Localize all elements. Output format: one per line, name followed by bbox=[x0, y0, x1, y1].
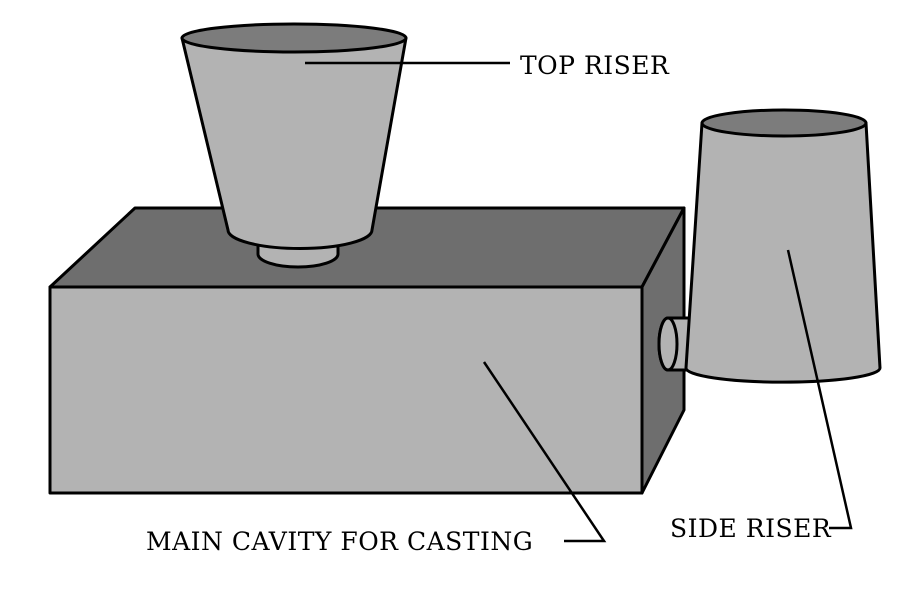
side-riser-body bbox=[684, 121, 882, 384]
top-riser bbox=[180, 22, 408, 269]
side-riser-leader bbox=[786, 249, 853, 530]
side-riser-connector-end bbox=[657, 316, 679, 372]
top-riser-label: TOP RISER bbox=[520, 51, 670, 80]
main-cavity-label: MAIN CAVITY FOR CASTING bbox=[146, 527, 533, 556]
top-riser-neck bbox=[256, 242, 340, 269]
cavity-front-face bbox=[48, 285, 644, 495]
side-riser bbox=[657, 108, 882, 384]
main-cavity-block bbox=[48, 206, 686, 495]
top-riser-body bbox=[180, 36, 408, 251]
side-riser-opening bbox=[700, 108, 868, 138]
top-riser-opening bbox=[180, 22, 408, 54]
side-riser-label: SIDE RISER bbox=[670, 514, 832, 543]
main-cavity-leader bbox=[482, 361, 607, 543]
